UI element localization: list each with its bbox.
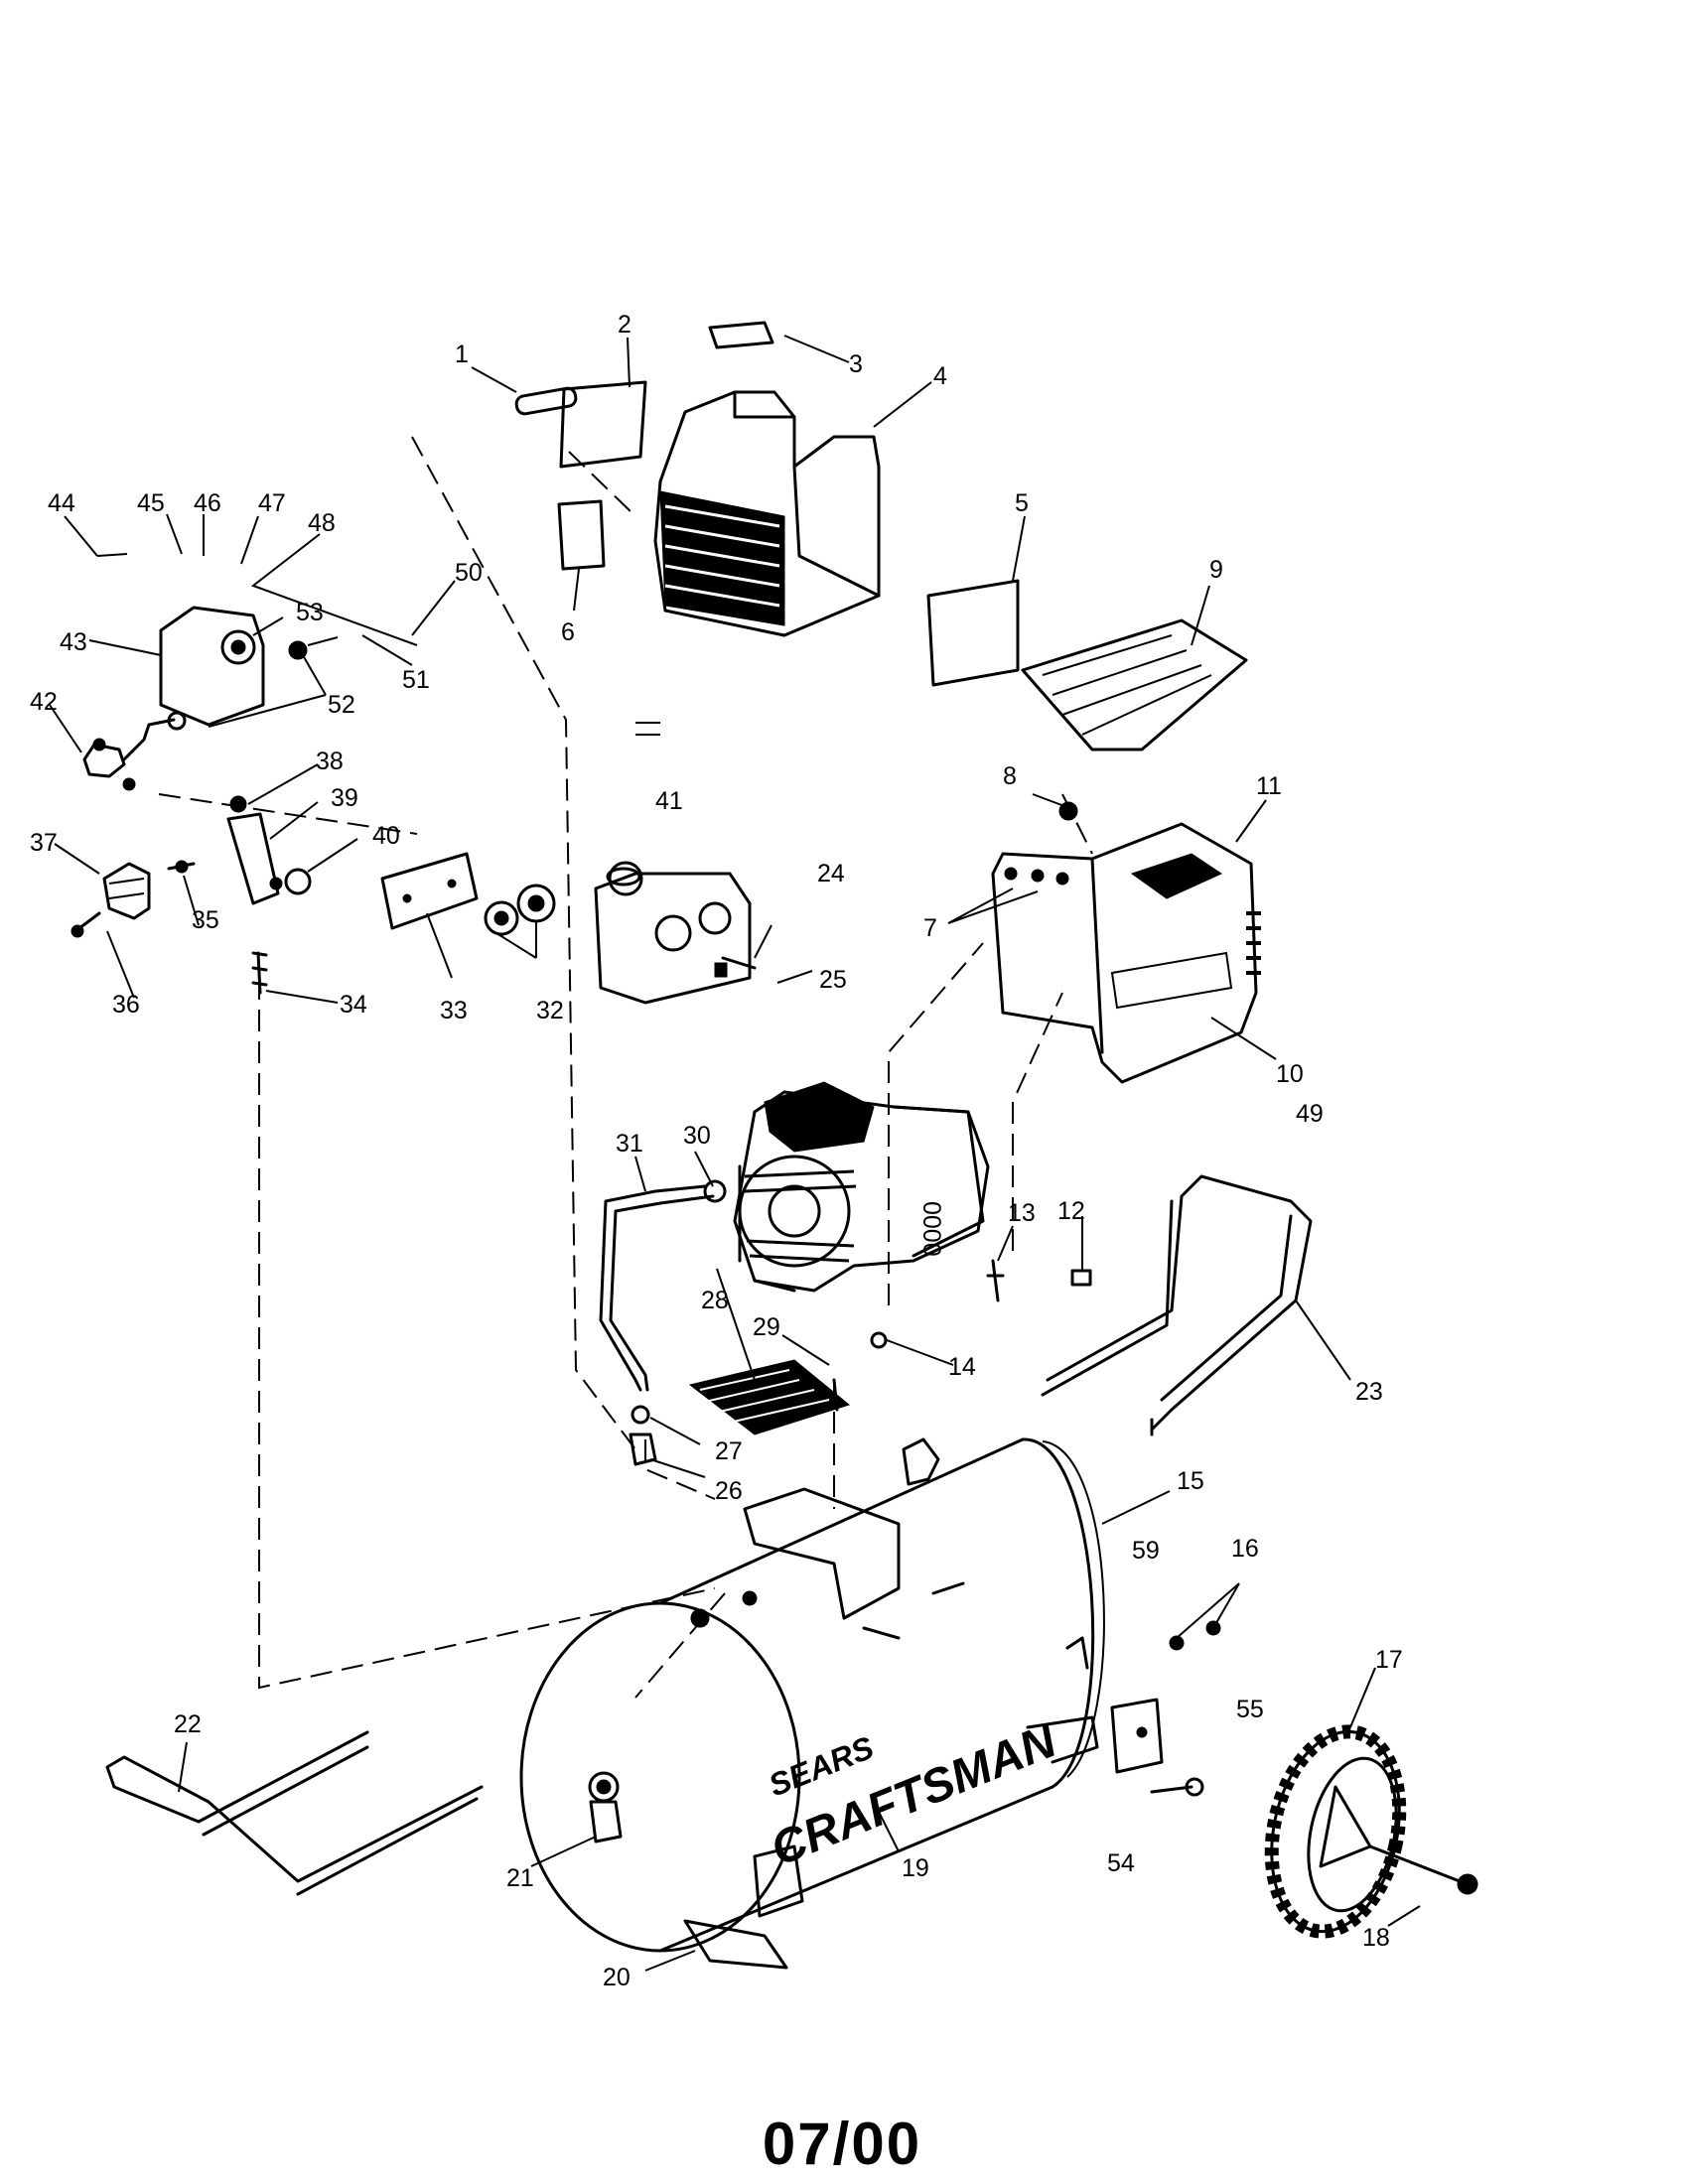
mark xyxy=(635,722,660,736)
grommet-part-41 xyxy=(606,867,641,887)
callout-19: 19 xyxy=(902,1854,929,1882)
plate-part-28 xyxy=(688,1359,851,1435)
callout-3: 3 xyxy=(849,350,863,378)
callout-37: 37 xyxy=(30,829,58,857)
wheel-part-17 xyxy=(1264,1724,1478,1939)
control-panel-part-24 xyxy=(594,861,752,1005)
svg-text:0000: 0000 xyxy=(917,1201,945,1257)
callout-26: 26 xyxy=(715,1477,743,1505)
callout-20: 20 xyxy=(603,1964,631,1991)
callout-48: 48 xyxy=(308,509,336,537)
callout-43: 43 xyxy=(60,628,87,656)
assembly-lines xyxy=(158,436,1093,1699)
callout-54: 54 xyxy=(1107,1849,1135,1877)
callout-21: 21 xyxy=(506,1864,534,1892)
tank-bracket xyxy=(690,1437,1099,1764)
handle-part-49 xyxy=(1041,1174,1313,1436)
callout-8: 8 xyxy=(1003,762,1017,790)
gauges-part-32 xyxy=(484,884,556,936)
callout-14: 14 xyxy=(948,1353,976,1381)
label-plates xyxy=(514,321,1020,687)
callout-10: 10 xyxy=(1276,1060,1304,1088)
callout-40: 40 xyxy=(372,822,400,850)
callout-1: 1 xyxy=(455,341,469,368)
fittings-part-26-27 xyxy=(629,1405,657,1466)
callout-4: 4 xyxy=(933,362,947,390)
callout-39: 39 xyxy=(331,784,358,812)
callout-numbers: 1 2 3 4 5 6 7 8 9 10 11 12 13 14 15 16 1… xyxy=(30,311,1403,1991)
callout-11: 11 xyxy=(1256,772,1282,800)
callout-32: 32 xyxy=(536,997,564,1024)
date-code: 07/00 xyxy=(762,2111,922,2177)
brand-craftsman: CRAFTSMAN xyxy=(764,1714,1064,1877)
cover-shroud xyxy=(653,390,881,637)
plate-part-33 xyxy=(380,852,479,930)
pipe-part-31 xyxy=(599,1179,727,1392)
leader-lines xyxy=(49,335,1421,1972)
callout-30: 30 xyxy=(683,1122,711,1150)
manifold-assembly xyxy=(70,795,312,995)
callout-25: 25 xyxy=(819,966,847,994)
air-tank-part-19: SEARS CRAFTSMAN xyxy=(519,1437,1105,1953)
callout-6: 6 xyxy=(561,618,575,646)
callout-44: 44 xyxy=(48,489,75,517)
rear-guard-part-9 xyxy=(1021,618,1248,751)
callout-33: 33 xyxy=(440,997,468,1024)
callout-24: 24 xyxy=(817,860,845,887)
callout-18: 18 xyxy=(1362,1924,1390,1952)
callout-45: 45 xyxy=(137,489,165,517)
callout-46: 46 xyxy=(194,489,221,517)
pump-fins xyxy=(744,1169,857,1263)
callout-59: 59 xyxy=(1132,1537,1160,1565)
motor-shroud-part-11 xyxy=(991,822,1261,1084)
callout-51: 51 xyxy=(402,666,430,694)
callout-31: 31 xyxy=(616,1130,643,1158)
shroud-grille xyxy=(659,490,785,626)
callout-5: 5 xyxy=(1015,489,1029,517)
callout-38: 38 xyxy=(316,748,344,775)
callout-23: 23 xyxy=(1355,1378,1383,1406)
callout-49: 49 xyxy=(1296,1100,1324,1128)
callout-55: 55 xyxy=(1236,1696,1264,1723)
callout-16: 16 xyxy=(1231,1535,1259,1563)
shroud-vents xyxy=(1246,911,1261,975)
callout-34: 34 xyxy=(340,991,367,1019)
callout-47: 47 xyxy=(258,489,286,517)
front-handle-part-22 xyxy=(105,1730,484,1896)
callout-42: 42 xyxy=(30,688,58,716)
callout-28: 28 xyxy=(701,1287,729,1314)
callout-52: 52 xyxy=(328,691,355,719)
callout-9: 9 xyxy=(1209,556,1223,584)
callout-2: 2 xyxy=(618,311,632,339)
axle-bracket-part-55 xyxy=(1110,1698,1204,1797)
callout-22: 22 xyxy=(174,1710,202,1738)
callout-35: 35 xyxy=(192,906,219,934)
callout-41: 41 xyxy=(655,787,683,815)
callout-7: 7 xyxy=(923,914,937,942)
callout-27: 27 xyxy=(715,1437,743,1465)
callout-50: 50 xyxy=(455,559,483,587)
callout-15: 15 xyxy=(1177,1467,1204,1495)
callout-13: 13 xyxy=(1008,1199,1036,1227)
callout-29: 29 xyxy=(753,1313,780,1341)
motor-pump: 0000 xyxy=(733,1081,990,1293)
pressure-switch-part-43 xyxy=(159,606,339,727)
callout-53: 53 xyxy=(296,599,324,626)
foot-pads xyxy=(683,1620,1221,1970)
callout-12: 12 xyxy=(1057,1197,1085,1225)
callout-17: 17 xyxy=(1375,1646,1403,1674)
callout-36: 36 xyxy=(112,991,140,1019)
